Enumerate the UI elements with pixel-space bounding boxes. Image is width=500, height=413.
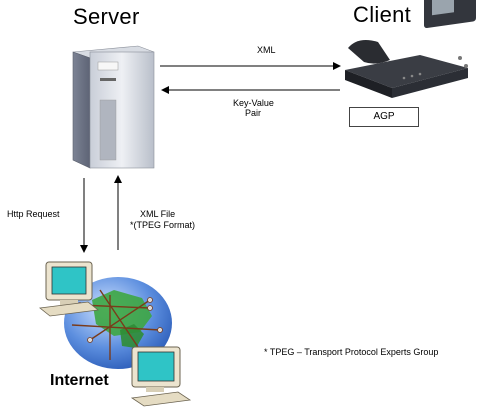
xml-label: XML: [257, 45, 276, 55]
xml-file-label-line2: *(TPEG Format): [130, 220, 196, 230]
key-value-label-line1: Key-Value: [233, 98, 274, 108]
agp-box: AGP: [349, 107, 419, 127]
http-request-label: Http Request: [7, 209, 60, 219]
desk-phone-icon: [345, 0, 476, 98]
server-tower-icon: [72, 45, 155, 169]
internet-label: Internet: [50, 372, 109, 389]
xml-file-label-line1: XML File: [140, 209, 176, 219]
key-value-label-line2: Pair: [245, 108, 262, 118]
globe-with-computers-icon: [39, 261, 192, 407]
server-title: Server: [73, 4, 140, 29]
client-title: Client: [353, 2, 412, 27]
footnote: * TPEG – Transport Protocol Experts Grou…: [264, 347, 439, 357]
